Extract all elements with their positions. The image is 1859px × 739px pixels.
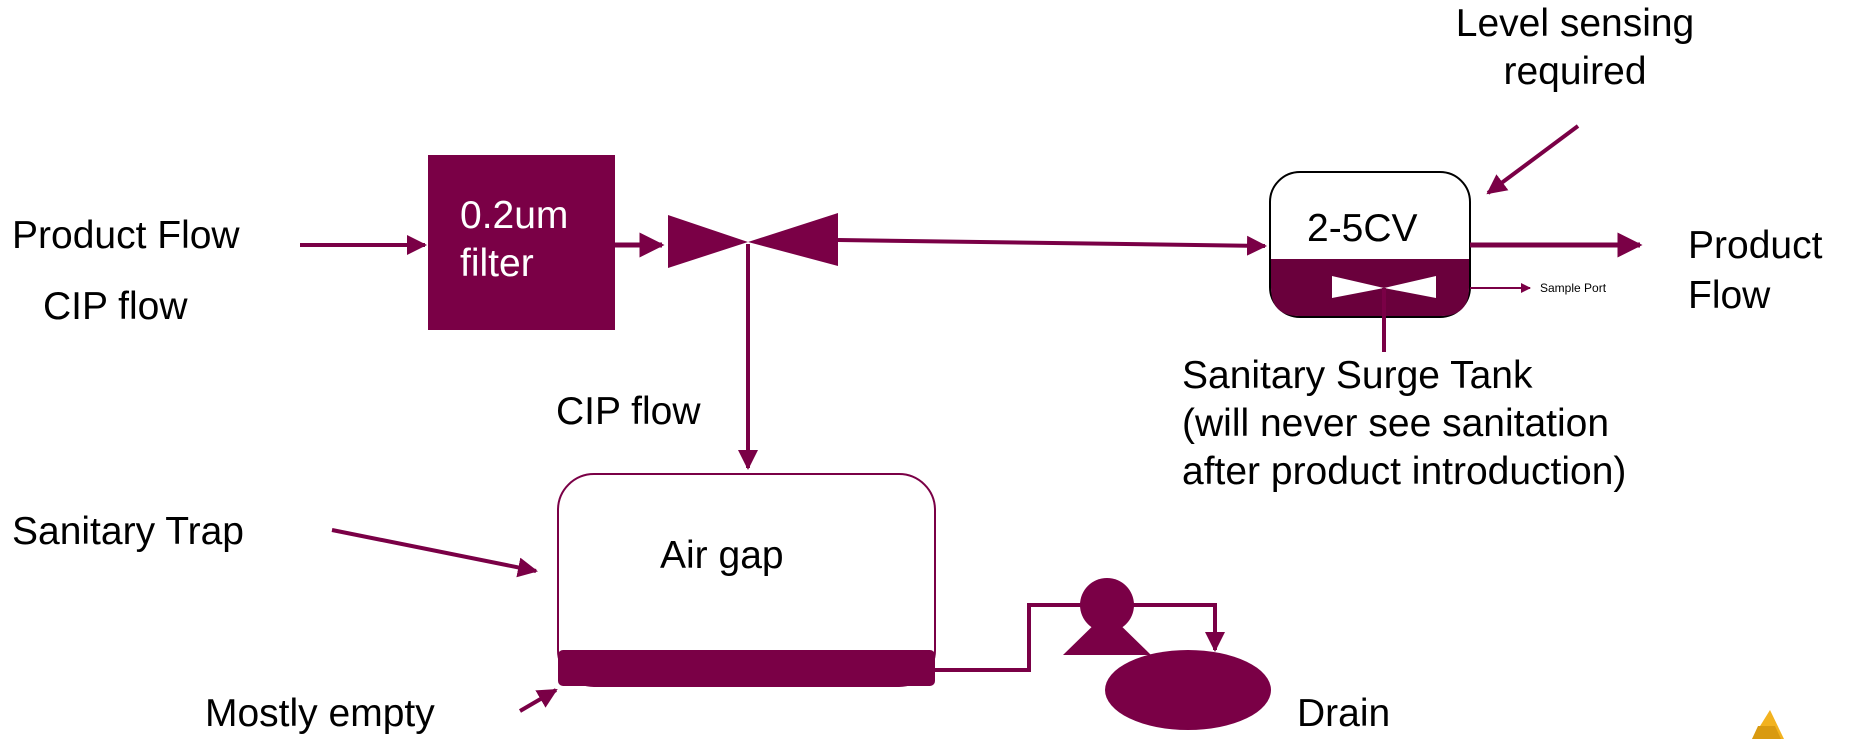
product-outlet-line1: Product	[1688, 224, 1823, 267]
filter-box	[428, 155, 615, 330]
surge-tank-line3: after product introduction)	[1182, 449, 1627, 493]
product-outlet-label: Product Flow	[1688, 222, 1822, 320]
surge-tank-line2: (will never see sanitation	[1182, 401, 1610, 445]
surge-tank-label: Sanitary Surge Tank (will never see sani…	[1182, 352, 1626, 496]
filter-label: 0.2um filter	[460, 192, 568, 288]
level-sensing-label: Level sensing required	[1420, 0, 1730, 96]
vessel-liquid-layer	[558, 650, 935, 686]
cip-flow-down-label: CIP flow	[556, 390, 701, 433]
level-sensing-pointer	[1486, 124, 1580, 195]
mostly-empty-pointer	[518, 688, 558, 713]
drain-tank-icon	[1105, 650, 1271, 730]
sanitary-trap-pointer	[331, 528, 538, 578]
mostly-empty-label: Mostly empty	[205, 692, 435, 735]
level-sensing-line1: Level sensing	[1455, 2, 1695, 45]
pump-icon[interactable]	[1063, 578, 1151, 655]
cip-flow-label: CIP flow	[43, 285, 188, 328]
sanitary-trap-label: Sanitary Trap	[12, 510, 244, 553]
logo-icon	[1752, 710, 1784, 739]
filter-label-line2: filter	[460, 241, 534, 285]
product-outlet-line2: Flow	[1688, 273, 1771, 317]
line-to-surge-tank	[837, 235, 1267, 256]
sample-port-label: Sample Port	[1540, 281, 1607, 295]
surge-volume-label: 2-5CV	[1307, 207, 1418, 250]
butterfly-valve-icon[interactable]	[668, 213, 838, 268]
level-sensing-line2: required	[1503, 49, 1647, 93]
filter-label-line1: 0.2um	[460, 194, 569, 237]
air-gap-label: Air gap	[660, 534, 784, 577]
surge-tank-line1: Sanitary Surge Tank	[1182, 354, 1533, 397]
butterfly-valve-icon[interactable]	[1332, 276, 1436, 298]
product-flow-label: Product Flow	[12, 214, 240, 257]
drain-pipe	[935, 603, 1225, 672]
drain-label: Drain	[1297, 692, 1391, 735]
